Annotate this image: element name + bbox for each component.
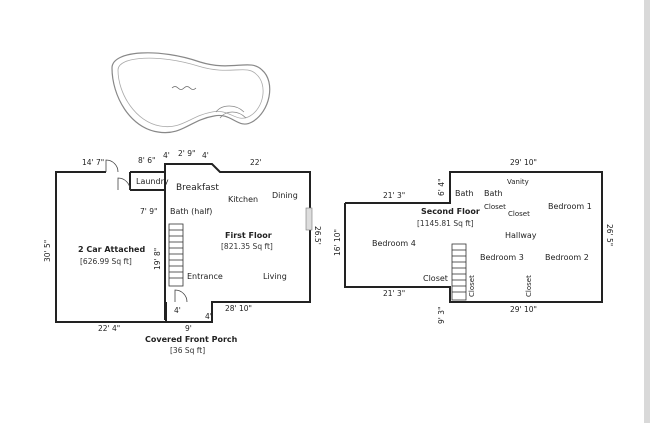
dim-bay-mid: 2' 9" — [178, 149, 196, 158]
pool-outline — [111, 52, 271, 134]
room-laundry: Laundry — [136, 177, 169, 186]
garage-title: 2 Car Attached — [78, 245, 146, 254]
room-entrance: Entrance — [187, 272, 223, 281]
dim-top-right: 22' — [250, 158, 262, 167]
first-floor-door — [117, 177, 131, 191]
first-floor-area: [821.35 Sq ft] — [221, 242, 273, 251]
room-bedroom-2: Bedroom 2 — [545, 253, 589, 262]
dim-2f-top: 29' 10" — [510, 158, 537, 167]
dim-bay-right: 4' — [202, 151, 209, 160]
dim-right-height: 26.5' — [313, 226, 322, 245]
room-bath-2: Bath — [484, 189, 503, 198]
pool-steps — [215, 105, 245, 113]
room-vanity: Vanity — [507, 178, 529, 186]
pool-steps — [219, 111, 247, 119]
room-bedroom-1: Bedroom 1 — [548, 202, 592, 211]
pool-inner — [117, 57, 264, 128]
dim-garage-width: 22' 4" — [98, 324, 121, 333]
dim-2f-lower-left: 21' 3" — [383, 289, 406, 298]
dim-porch-small: 4' — [174, 306, 181, 315]
room-bedroom-3: Bedroom 3 — [480, 253, 524, 262]
room-kitchen: Kitchen — [228, 195, 259, 204]
second-floor-wall — [344, 171, 603, 303]
porch-area: [36 Sq ft] — [170, 346, 206, 355]
room-bedroom-4: Bedroom 4 — [372, 239, 416, 248]
dim-2f-upper-left: 21' 3" — [383, 191, 406, 200]
pool-wave — [171, 86, 197, 90]
second-floor-title: Second Floor — [421, 207, 480, 216]
dim-stair-length: 19' 8" — [153, 247, 162, 270]
garage-area: [626.99 Sq ft] — [80, 257, 132, 266]
first-floor-door — [105, 159, 119, 173]
room-closet-3: Closet — [423, 274, 448, 283]
dim-porch-small-2: 4' — [205, 312, 212, 321]
second-floor-area: [1145.81 Sq ft] — [417, 219, 474, 228]
dim-porch-width: 9' — [185, 324, 192, 333]
window — [305, 207, 313, 231]
second-floor-stairs — [451, 243, 467, 301]
dim-laundry-depth: 7' 9" — [140, 207, 158, 216]
first-floor-wall — [130, 163, 311, 323]
room-closet-2: Closet — [508, 210, 530, 218]
dim-2f-left-height: 16' 10" — [333, 229, 342, 256]
room-closet-vertical-1: Closet — [468, 275, 476, 297]
first-floor-title: First Floor — [225, 231, 272, 240]
room-living: Living — [263, 272, 287, 281]
porch-title: Covered Front Porch — [145, 335, 238, 344]
dim-2f-right-height: 26' 5" — [605, 224, 614, 247]
dim-bottom-right: 28' 10" — [225, 304, 252, 313]
dim-top-left: 14' 7" — [82, 158, 105, 167]
room-breakfast: Breakfast — [176, 183, 219, 193]
room-bath-half: Bath (half) — [170, 207, 213, 216]
room-closet-1: Closet — [484, 203, 506, 211]
page-edge — [644, 0, 650, 423]
room-bath-1: Bath — [455, 189, 474, 198]
dim-bay-left: 4' — [163, 151, 170, 160]
dim-2f-bottom: 29' 10" — [510, 305, 537, 314]
dim-2f-notch-top: 6' 4" — [437, 178, 446, 196]
first-floor-door — [174, 289, 188, 303]
room-dining: Dining — [272, 191, 298, 200]
room-closet-vertical-2: Closet — [525, 275, 533, 297]
dim-top-mid: 8' 6" — [138, 156, 156, 165]
dim-2f-notch-bottom: 9' 3" — [437, 306, 446, 324]
first-floor-stairs — [168, 223, 184, 287]
room-hallway: Hallway — [505, 231, 537, 240]
dim-garage-height: 30' 5" — [43, 239, 52, 262]
